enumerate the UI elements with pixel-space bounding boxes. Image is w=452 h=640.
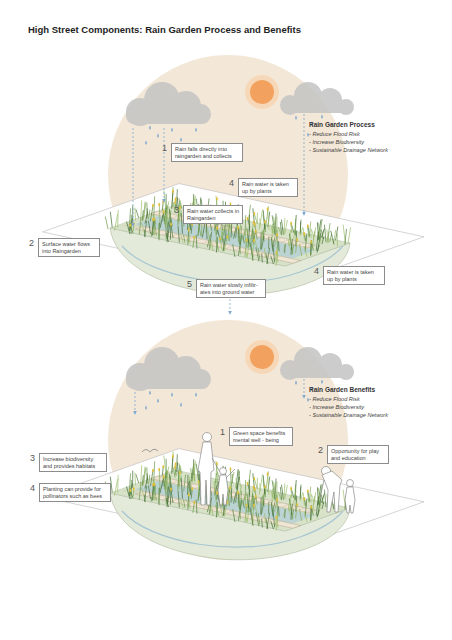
callout-box: 3Rain water collects in Raingarden [183,205,243,224]
callout-text: Rain water collects in Raingarden [187,208,239,221]
panel-heading: Rain Garden Process [309,121,375,128]
callout-box: 2Surface water flows into Raingarden [38,238,100,257]
callout-box: 5Rain water slowly infiltr- ates into gr… [196,279,266,298]
callout-box: 4Rain water is taken up by plants [323,266,385,285]
callout-number: 2 [318,446,323,455]
callout-box: 4Planting can provide for pollinators su… [39,483,111,502]
person-figure [322,471,342,512]
benefit-item: - Increase Biodiversity [309,404,364,410]
callout-number: 1 [162,144,167,153]
callout-number: 5 [187,280,192,289]
flow-arrow [230,299,231,314]
panel-heading: Rain Garden Benefits [309,386,375,393]
flow-arrow [304,379,305,398]
person-figure [220,468,227,475]
flow-arrow [164,128,165,202]
callout-box: 1Rain falls directly into raingarden and… [171,143,243,162]
benefits-panel-illustration [43,320,425,560]
callout-text: Rain water is taken up by plants [242,181,294,194]
callout-number: 4 [229,179,234,188]
benefit-item: - Sustainable Drainage Network [309,147,388,153]
callout-text: Rain water is taken up by plants [327,269,381,282]
person-figure [345,487,355,513]
callout-text: Rain water slowly infiltr- ates into gro… [200,282,262,295]
bird [142,449,158,452]
person-figure [203,433,212,442]
callout-box: 4Rain water is taken up by plants [238,178,298,197]
callout-number: 3 [30,454,35,463]
person-figure [320,480,324,498]
benefit-item: - Sustainable Drainage Network [309,412,388,418]
callout-text: Increase biodiversity and provides habit… [43,456,103,469]
person-figure [218,475,228,505]
diagram-title: High Street Components: Rain Garden Proc… [28,24,301,35]
person-figure [226,469,235,478]
callout-number: 1 [220,428,225,437]
callout-box: 3Increase biodiversity and provides habi… [39,453,107,472]
callout-text: Opportunity for play and education [331,448,385,461]
flow-arrow [133,114,304,414]
person-figure [347,480,354,487]
callout-number: 4 [314,267,319,276]
benefit-item: - Reduce Flood Risk [309,396,360,402]
benefit-item: - Increase Biodiversity [309,139,364,145]
benefit-item: - Reduce Flood Risk [309,131,360,137]
flow-arrow [133,128,134,226]
callout-box: 1Green space benefits mental well - bein… [229,427,293,446]
callout-text: Surface water flows into Raingarden [42,241,96,254]
flow-arrow [135,392,136,414]
callout-text: Green space benefits mental well - being [233,430,289,443]
callout-box: 2Opportunity for play and education [327,445,389,464]
callout-text: Planting can provide for pollinators suc… [43,486,107,499]
callout-number: 4 [30,484,35,493]
person-figure [212,458,220,472]
process-panel-illustration [43,55,425,295]
person-figure [198,442,214,505]
callout-text: Rain falls directly into raingarden and … [175,146,239,159]
flow-arrow [304,114,305,215]
callout-number: 2 [29,239,34,248]
callout-number: 3 [174,206,179,215]
